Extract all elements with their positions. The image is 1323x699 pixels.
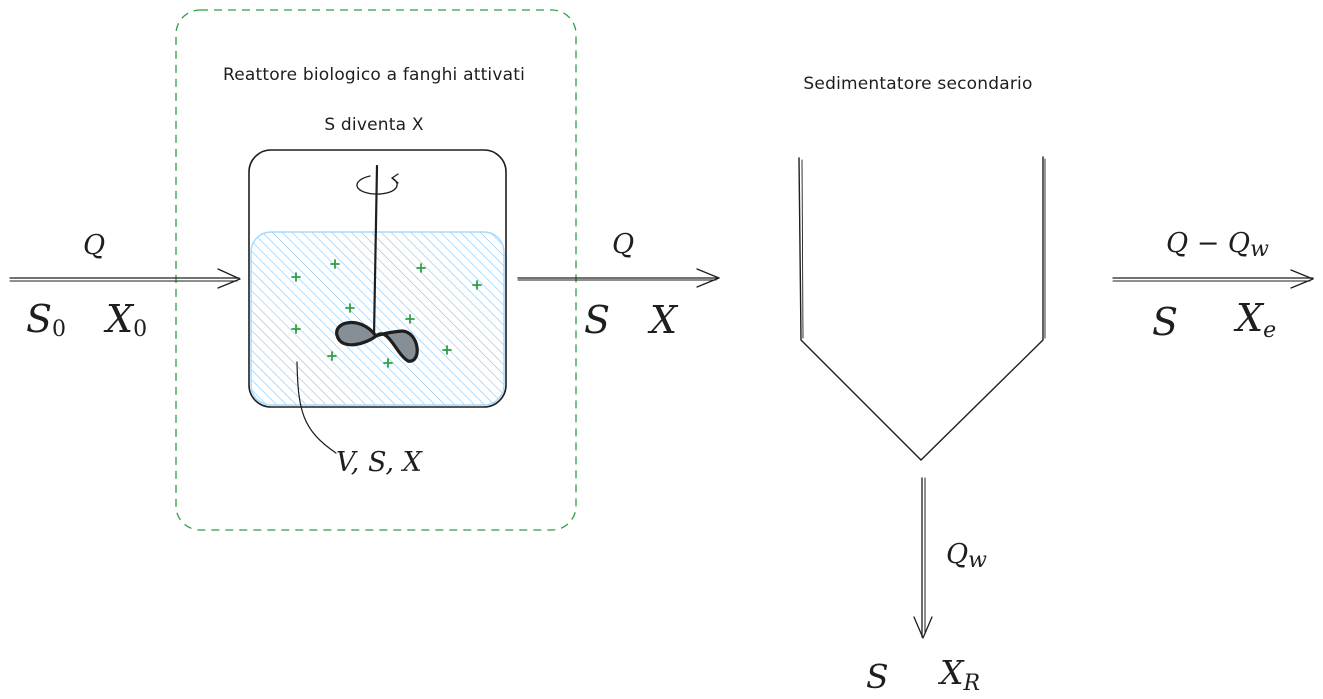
reactor-title: Reattore biologico a fanghi attivati <box>223 65 525 85</box>
effluent-biomass: Xe <box>1233 296 1276 343</box>
inlet-substrate: S0 <box>26 297 66 342</box>
plus-mark <box>291 272 301 282</box>
volume-label: V, S, X <box>336 447 424 478</box>
impeller-icon <box>335 320 419 363</box>
rotation-arrow-icon <box>356 173 399 195</box>
waste-substrate: S <box>866 657 889 696</box>
reactor-outlet-biomass: X <box>647 298 679 342</box>
reactor-outlet-substrate: S <box>584 298 610 342</box>
reactor-tank <box>248 149 507 408</box>
plus-mark <box>345 303 355 313</box>
inlet-arrow <box>9 268 241 289</box>
reactor-subtitle: S diventa X <box>324 115 423 135</box>
settler-outline <box>798 156 1046 461</box>
effluent-flow: Q − Qw <box>1166 228 1269 262</box>
waste-biomass: XR <box>937 653 980 696</box>
plus-mark <box>442 345 452 355</box>
effluent-arrow <box>1112 269 1314 289</box>
biomass-marks <box>291 259 482 368</box>
waste-flow: Qw <box>946 539 987 573</box>
volume-leader-line <box>296 361 337 454</box>
plus-mark <box>383 358 393 368</box>
plus-mark <box>416 263 426 273</box>
reactor-boundary <box>175 9 577 531</box>
plus-mark <box>472 280 482 290</box>
settler-title: Sedimentatore secondario <box>803 74 1032 94</box>
plus-mark <box>291 324 301 334</box>
reactor-liquid <box>250 231 505 406</box>
reactor-outlet-flow: Q <box>612 229 634 260</box>
inlet-biomass: X0 <box>103 297 147 342</box>
effluent-substrate: S <box>1152 300 1178 344</box>
inlet-flow: Q <box>83 230 105 261</box>
reactor-outlet-arrow <box>517 268 720 288</box>
waste-arrow <box>913 477 933 639</box>
plus-mark <box>405 314 415 324</box>
plus-mark <box>327 351 337 361</box>
plus-mark <box>330 259 340 269</box>
